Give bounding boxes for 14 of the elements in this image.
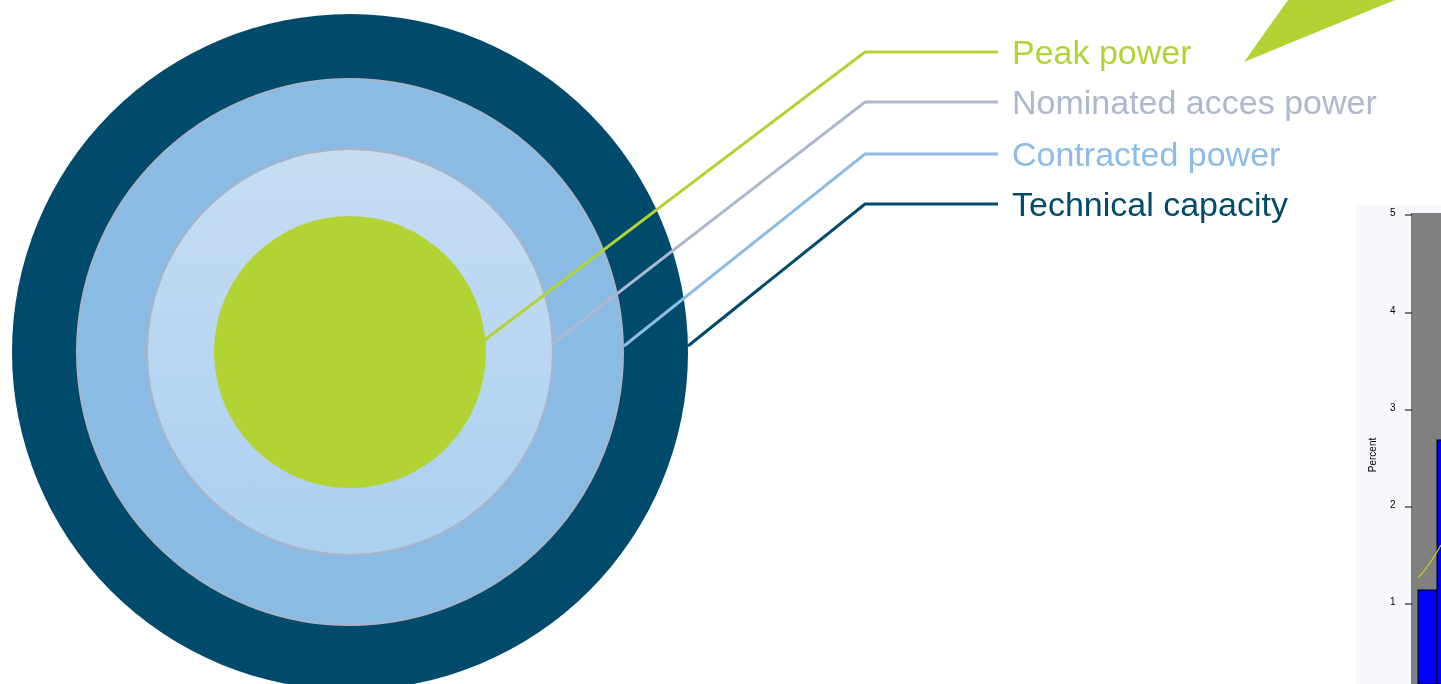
leader-line — [551, 100, 998, 346]
tick-label: 5 — [1390, 207, 1396, 218]
leader-line — [687, 202, 998, 348]
tick-label: 2 — [1390, 499, 1396, 510]
callout-label: Technical capacity — [1012, 184, 1288, 224]
triangle-shape — [1244, 0, 1395, 62]
tick-label: 4 — [1390, 305, 1396, 316]
axis-title: Percent — [1366, 437, 1378, 473]
tick-label: 3 — [1390, 402, 1396, 413]
callout-label: Nominated acces power — [1012, 82, 1377, 122]
callout-label: Contracted power — [1012, 134, 1281, 174]
leader-line — [623, 152, 998, 348]
tick-label: 1 — [1390, 596, 1396, 607]
callout-label: Peak power — [1012, 32, 1192, 72]
